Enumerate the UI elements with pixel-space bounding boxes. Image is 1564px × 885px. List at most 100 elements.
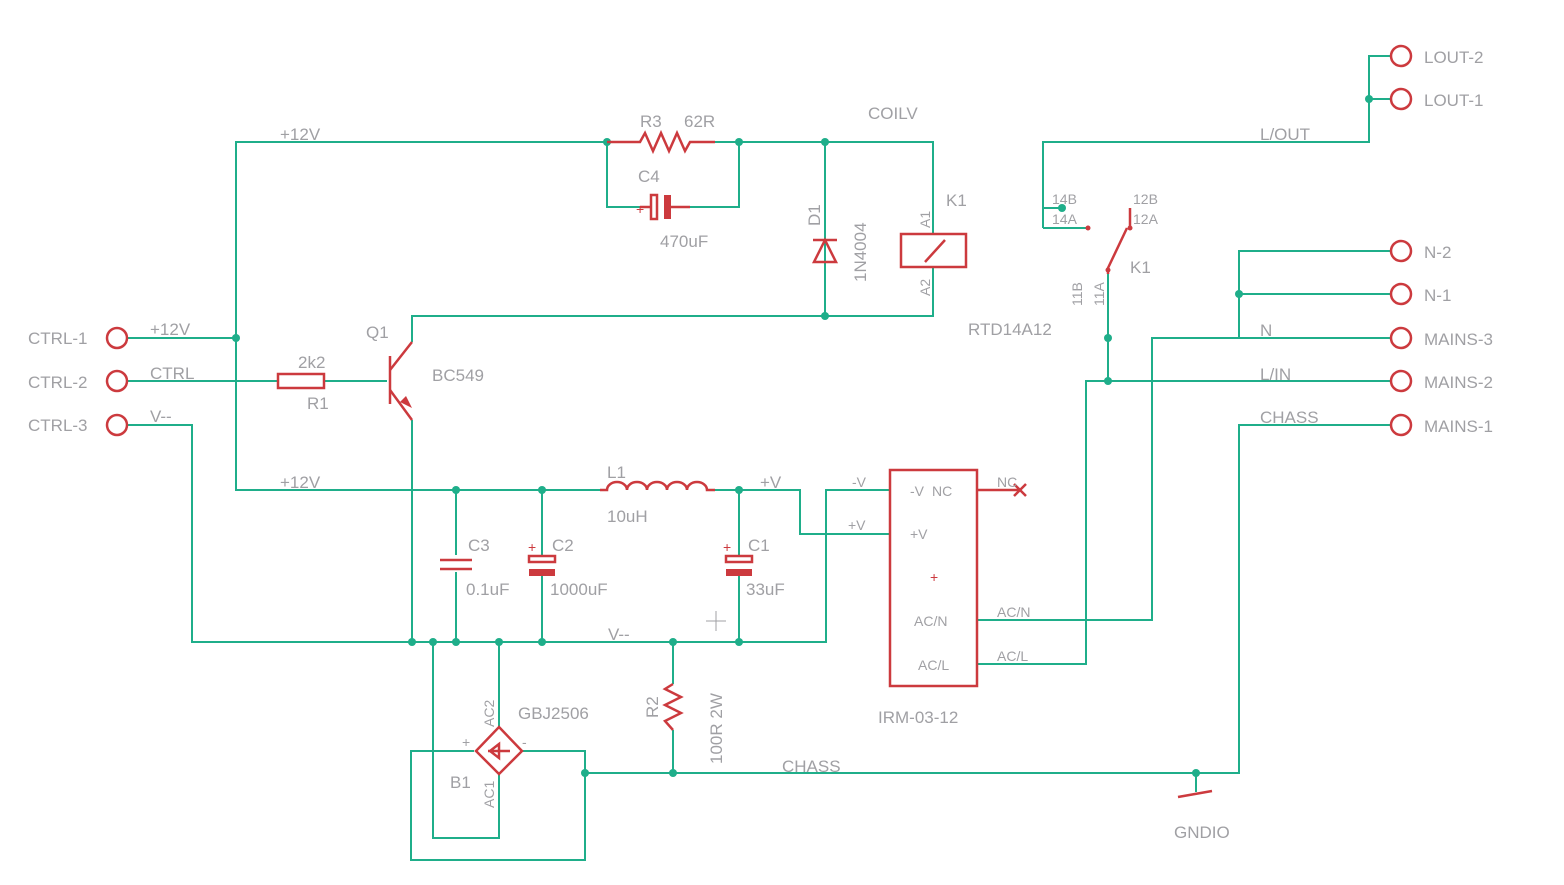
net-label-chass-right: CHASS	[1260, 408, 1319, 427]
wire-chass	[585, 424, 1390, 774]
pin-label-b1-plus: +	[462, 734, 470, 750]
pin-label-14b: 14B	[1052, 191, 1077, 207]
net-label-lout: L/OUT	[1260, 125, 1310, 144]
junction	[735, 138, 743, 146]
wire-12v-left	[235, 338, 600, 491]
pin-label-b1-ac2: AC2	[481, 700, 497, 727]
part-name-b1: B1	[450, 773, 471, 792]
junctions	[232, 95, 1373, 777]
connector-label-mains1: MAINS-1	[1424, 417, 1493, 436]
connector-pin-mains3[interactable]	[1389, 326, 1413, 350]
wire-r3-right	[715, 141, 934, 234]
connector-label-n1: N-1	[1424, 286, 1451, 305]
psu-irm-box[interactable]	[888, 468, 979, 688]
bridge-rectifier-b1-symbol[interactable]	[474, 725, 524, 776]
junction	[408, 638, 416, 646]
connector-pin-n1[interactable]	[1389, 282, 1413, 306]
capacitor-c3-symbol[interactable]	[440, 558, 472, 571]
diode-d1-symbol[interactable]	[811, 237, 839, 264]
connector-pin-mains1[interactable]	[1389, 413, 1413, 437]
part-name-c3: C3	[468, 536, 490, 555]
resistor-r1-symbol[interactable]	[276, 372, 326, 390]
net-label-ctrl: CTRL	[150, 364, 194, 383]
net-label-vneg-ctrl: V--	[150, 407, 172, 426]
nc-marker-icon	[977, 483, 1027, 497]
relay-k1-coil-symbol[interactable]	[899, 232, 968, 269]
svg-text:+: +	[636, 201, 644, 217]
svg-text:+: +	[528, 539, 536, 555]
junction	[581, 769, 589, 777]
wire-12v-top	[235, 141, 607, 338]
junction	[538, 638, 546, 646]
psu-origin-mark: +	[930, 569, 938, 585]
part-value-l1: 10uH	[607, 507, 648, 526]
part-value-r1: 2k2	[298, 353, 325, 372]
pin-label-11b: 11B	[1069, 282, 1085, 306]
junction	[538, 486, 546, 494]
wires	[128, 55, 1390, 861]
resistor-r2-symbol[interactable]	[662, 682, 684, 731]
junction	[429, 638, 437, 646]
junction	[232, 334, 240, 342]
pin-label-14a: 14A	[1052, 211, 1078, 227]
junction	[452, 486, 460, 494]
capacitor-c1-symbol[interactable]: +	[723, 539, 754, 576]
connector-pin-mains2[interactable]	[1389, 369, 1413, 393]
resistor-r3-symbol[interactable]	[607, 129, 715, 155]
part-value-d1: 1N4004	[851, 222, 870, 282]
part-value-c3: 0.1uF	[466, 580, 509, 599]
net-label-psu-acn: AC/N	[997, 604, 1030, 620]
pin-label-12a: 12A	[1133, 211, 1159, 227]
connector-label-mains3: MAINS-3	[1424, 330, 1493, 349]
part-name-r1: R1	[307, 394, 329, 413]
part-value-c4: 470uF	[660, 232, 708, 251]
pin-label-psu-acn: AC/N	[914, 613, 947, 629]
connector-pin-ctrl3[interactable]	[105, 413, 129, 437]
pin-label-a2: A2	[917, 279, 933, 296]
part-value-k1: RTD14A12	[968, 320, 1052, 339]
junction	[669, 769, 677, 777]
connector-pin-lout1[interactable]	[1389, 87, 1413, 111]
pin-label-psu-nc: NC	[932, 483, 952, 499]
connector-pin-lout2[interactable]	[1389, 44, 1413, 68]
connector-pin-ctrl1[interactable]	[105, 326, 129, 350]
junction	[1235, 290, 1243, 298]
junction	[495, 638, 503, 646]
connector-label-n2: N-2	[1424, 243, 1451, 262]
pin-label-b1-minus: -	[522, 734, 527, 750]
origin-crosshair-icon	[706, 611, 726, 631]
net-label-coilv: COILV	[868, 104, 918, 123]
wire-bridge-ac1	[432, 642, 500, 839]
part-value-q1: BC549	[432, 366, 484, 385]
capacitor-c4-symbol[interactable]: +	[636, 193, 690, 221]
connector-pin-n2[interactable]	[1389, 239, 1413, 263]
part-name-k1-contact: K1	[1130, 258, 1151, 277]
connector-pin-ctrl2[interactable]	[105, 369, 129, 393]
svg-text:+: +	[723, 539, 731, 555]
junction	[821, 312, 829, 320]
net-label-lin: L/IN	[1260, 365, 1291, 384]
capacitor-c2-symbol[interactable]: +	[527, 539, 557, 576]
pin-label-psu-acl: AC/L	[918, 657, 949, 673]
net-label-n: N	[1260, 321, 1272, 340]
relay-k1-contact-symbol[interactable]	[1085, 208, 1133, 274]
junction	[1104, 377, 1112, 385]
wire-acl	[977, 380, 1390, 665]
ground-symbol	[1177, 789, 1213, 799]
net-label-psu-vpos: +V	[848, 517, 866, 533]
junction	[735, 638, 743, 646]
junction	[821, 138, 829, 146]
pin-label-b1-ac1: AC1	[481, 781, 497, 808]
net-label-plusv: +V	[760, 473, 782, 492]
connector-label-ctrl3: CTRL-3	[28, 416, 88, 435]
connector-label-mains2: MAINS-2	[1424, 373, 1493, 392]
junction	[1365, 95, 1373, 103]
wire-vneg-ctrl	[128, 424, 890, 643]
transistor-q1-symbol[interactable]	[388, 341, 414, 421]
inductor-l1-symbol[interactable]	[600, 480, 715, 492]
net-label-12v-top: +12V	[280, 125, 321, 144]
pin-label-a1: A1	[917, 211, 933, 228]
pin-label-11a: 11A	[1091, 281, 1107, 306]
part-value-c1: 33uF	[746, 580, 785, 599]
wire-lout	[1042, 55, 1390, 229]
